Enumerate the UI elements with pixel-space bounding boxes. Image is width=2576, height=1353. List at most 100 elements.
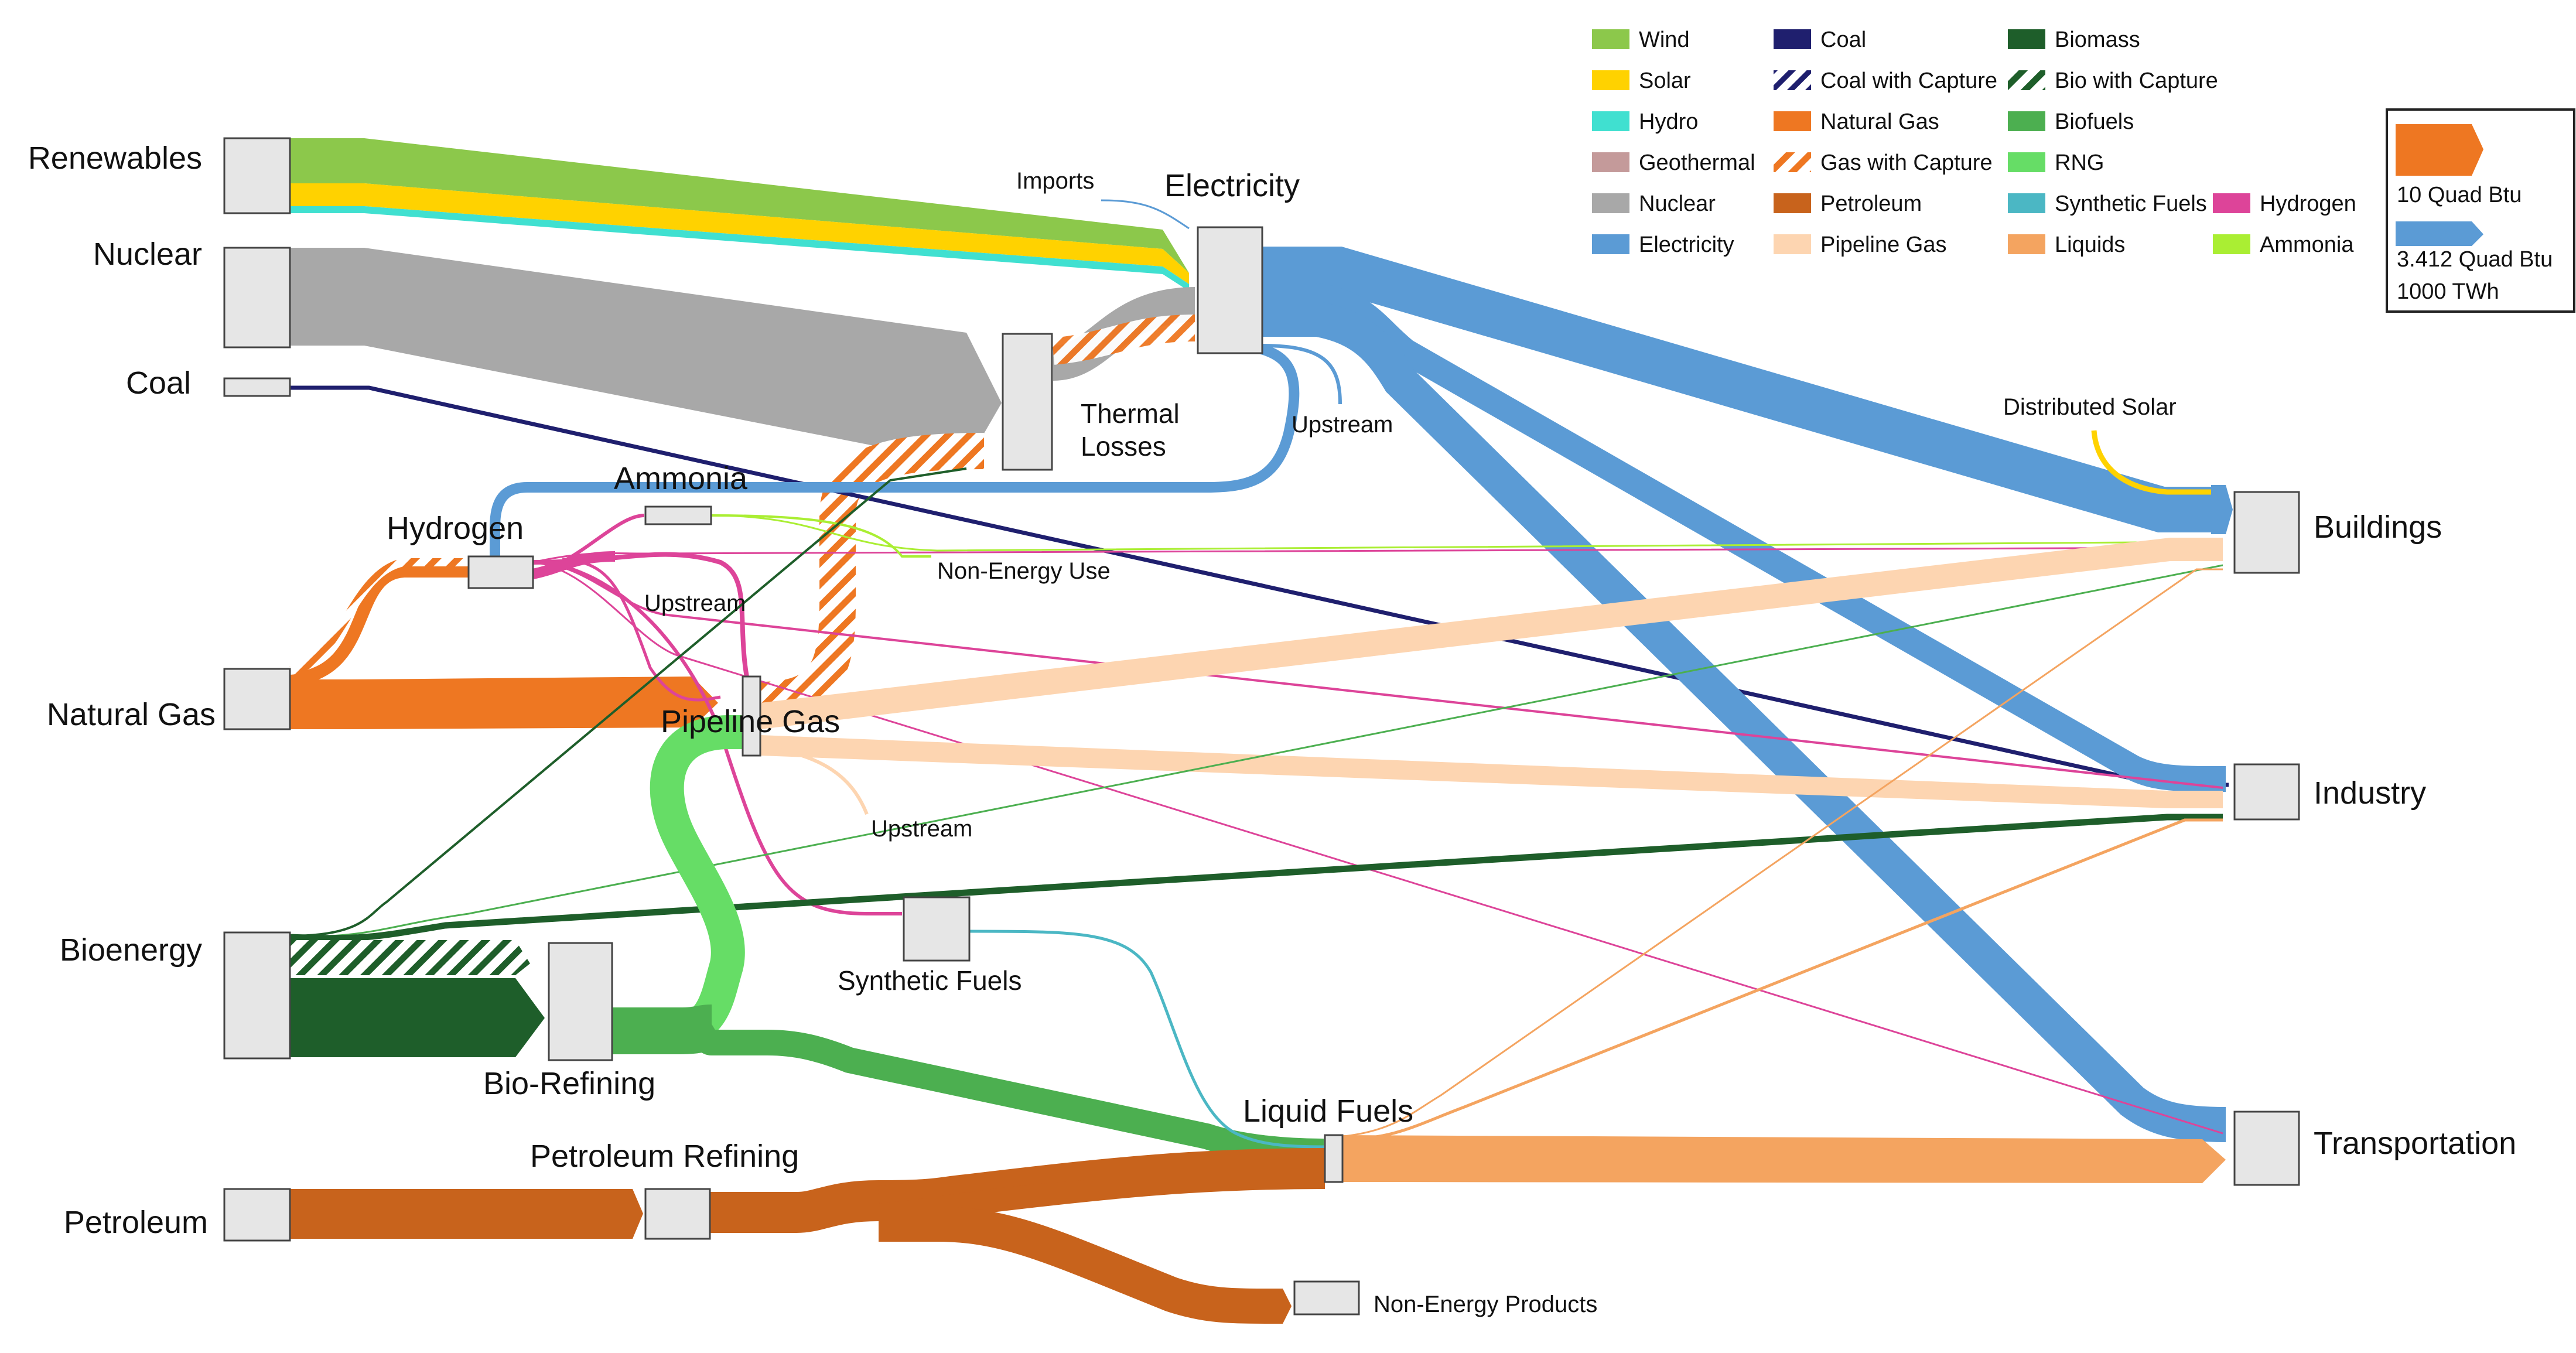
label-liquid-fuels: Liquid Fuels — [1243, 1094, 1413, 1129]
flow-gascapture-electricity — [1051, 315, 1195, 365]
scale-legend: 10 Quad Btu 3.412 Quad Btu 1000 TWh — [2386, 108, 2575, 313]
legend-label-solar: Solar — [1639, 69, 1691, 93]
flow-distributed-solar — [2091, 430, 2211, 495]
legend-label-ammonia: Ammonia — [2260, 233, 2354, 257]
legend-label-nuclear: Nuclear — [1639, 192, 1716, 216]
legend-swatch-rng — [2008, 152, 2045, 172]
legend-label-hydro: Hydro — [1639, 110, 1698, 134]
flow-bio-thermal — [289, 467, 967, 937]
legend-swatch-pipeline-gas — [1774, 234, 1811, 254]
node-coal[interactable] — [223, 377, 291, 397]
arrow-refining-nonenergy — [1271, 1289, 1292, 1324]
legend-label-coal: Coal — [1820, 28, 1866, 52]
scale-arrow-quad — [2396, 124, 2483, 176]
legend-swatch-geothermal — [1592, 152, 1629, 172]
node-hydrogen[interactable] — [467, 555, 534, 589]
node-nuclear[interactable] — [223, 247, 291, 348]
flow-naturalgascapture-hydrogen — [289, 558, 469, 675]
nodes — [223, 137, 2300, 1316]
legend-swatch-wind — [1592, 29, 1629, 49]
legend-label-rng: RNG — [2055, 151, 2104, 175]
legend-swatch-coal-with-capture — [1774, 70, 1811, 90]
node-bio-refining[interactable] — [548, 942, 613, 1061]
legend-swatch-coal — [1774, 29, 1811, 49]
node-ammonia[interactable] — [644, 505, 712, 525]
flow-synthetic-liquid — [969, 930, 1324, 1149]
legend-swatch-bio-with-capture — [2008, 70, 2045, 90]
label-distributed-solar: Distributed Solar — [2003, 394, 2177, 420]
legend-label-hydrogen: Hydrogen — [2260, 192, 2356, 216]
flow-electricity-transport — [1262, 302, 2226, 1142]
node-industry[interactable] — [2233, 763, 2300, 821]
flow-electricity-upstream — [1262, 344, 1342, 405]
flow-pipeline-upstream — [761, 745, 869, 815]
node-liquid-fuels[interactable] — [1324, 1134, 1344, 1183]
label-upstream-pipeline: Upstream — [871, 816, 972, 842]
flow-biorefining-out — [612, 1004, 713, 1054]
label-pipeline-gas: Pipeline Gas — [661, 704, 840, 739]
legend-swatch-solar — [1592, 70, 1629, 90]
scale-elec-label-2: 1000 TWh — [2397, 279, 2499, 304]
legend-label-liquids: Liquids — [2055, 233, 2125, 257]
node-thermal-losses[interactable] — [1002, 333, 1053, 471]
legend-label-geothermal: Geothermal — [1639, 151, 1755, 175]
legend-label-biomass: Biomass — [2055, 28, 2140, 52]
label-thermal-1: Thermal — [1081, 398, 1180, 429]
flow-bio-industry — [289, 814, 2223, 942]
node-synthetic-fuels[interactable] — [903, 896, 971, 962]
legend-swatch-petroleum — [1774, 193, 1811, 213]
label-bioenergy: Bioenergy — [60, 932, 202, 968]
node-labels: Renewables Nuclear Coal Natural Gas Bioe… — [28, 141, 2516, 1317]
scale-quad-label: 10 Quad Btu — [2397, 183, 2522, 207]
legend-swatch-hydro — [1592, 111, 1629, 131]
label-coal: Coal — [126, 365, 191, 401]
legend-label-biofuels: Biofuels — [2055, 110, 2134, 134]
node-electricity[interactable] — [1197, 226, 1263, 354]
flow-petroleum-refining — [290, 1189, 643, 1239]
flows — [289, 138, 2233, 1324]
flow-nuclear-thermal — [290, 248, 1002, 464]
legend-label-coal-with-capture: Coal with Capture — [1820, 69, 1997, 93]
flow-solar-electricity — [290, 183, 1189, 284]
label-ammonia: Ammonia — [614, 461, 748, 496]
node-pipeline-gas[interactable] — [742, 675, 761, 757]
node-renewables[interactable] — [223, 137, 291, 214]
legend-swatch-gas-with-capture — [1774, 152, 1811, 172]
flow-pipeline-buildings — [760, 538, 2223, 729]
legend-label-natural-gas: Natural Gas — [1820, 110, 1939, 134]
flow-hydrogen-thick — [532, 551, 616, 579]
legend-label-petroleum: Petroleum — [1820, 192, 1922, 216]
legend-swatch-biomass — [2008, 29, 2045, 49]
label-upstream-electricity: Upstream — [1292, 412, 1393, 438]
legend-swatch-electricity — [1592, 234, 1629, 254]
legend-swatch-natural-gas — [1774, 111, 1811, 131]
flow-pipeline-industry — [760, 735, 2223, 808]
legend-swatch-nuclear — [1592, 193, 1629, 213]
node-petroleum[interactable] — [223, 1188, 291, 1242]
node-non-energy-products[interactable] — [1293, 1280, 1360, 1316]
scale-elec-label-1: 3.412 Quad Btu — [2397, 247, 2553, 272]
flow-electricity-hydrogen — [490, 343, 1300, 556]
node-natural-gas[interactable] — [223, 668, 291, 730]
legend-label-wind: Wind — [1639, 28, 1690, 52]
flow-naturalgas-hydrogen — [289, 565, 469, 686]
legend-swatch-hydrogen — [2213, 193, 2250, 213]
node-buildings[interactable] — [2233, 491, 2300, 574]
label-petroleum: Petroleum — [64, 1205, 208, 1240]
flow-gascapture-thermal — [760, 433, 985, 718]
flow-electricity-industry — [1262, 283, 2226, 792]
arrow-electricity-buildings — [2211, 485, 2233, 534]
flow-electricity-buildings — [1262, 247, 2226, 532]
node-transportation[interactable] — [2233, 1111, 2300, 1186]
node-petroleum-refining[interactable] — [644, 1188, 711, 1240]
legend-swatch-synthetic-fuels — [2008, 193, 2045, 213]
flow-ammonia-buildings — [711, 514, 2223, 552]
flow-ammonia-nonenergy — [711, 514, 931, 558]
flow-liquid-industry — [1344, 818, 2223, 1141]
label-petroleum-refining: Petroleum Refining — [530, 1139, 799, 1174]
flow-wind-electricity — [290, 138, 1189, 273]
label-bio-refining: Bio-Refining — [483, 1066, 655, 1101]
node-bioenergy[interactable] — [223, 931, 291, 1060]
flow-liquid-buildings — [1344, 568, 2223, 1137]
